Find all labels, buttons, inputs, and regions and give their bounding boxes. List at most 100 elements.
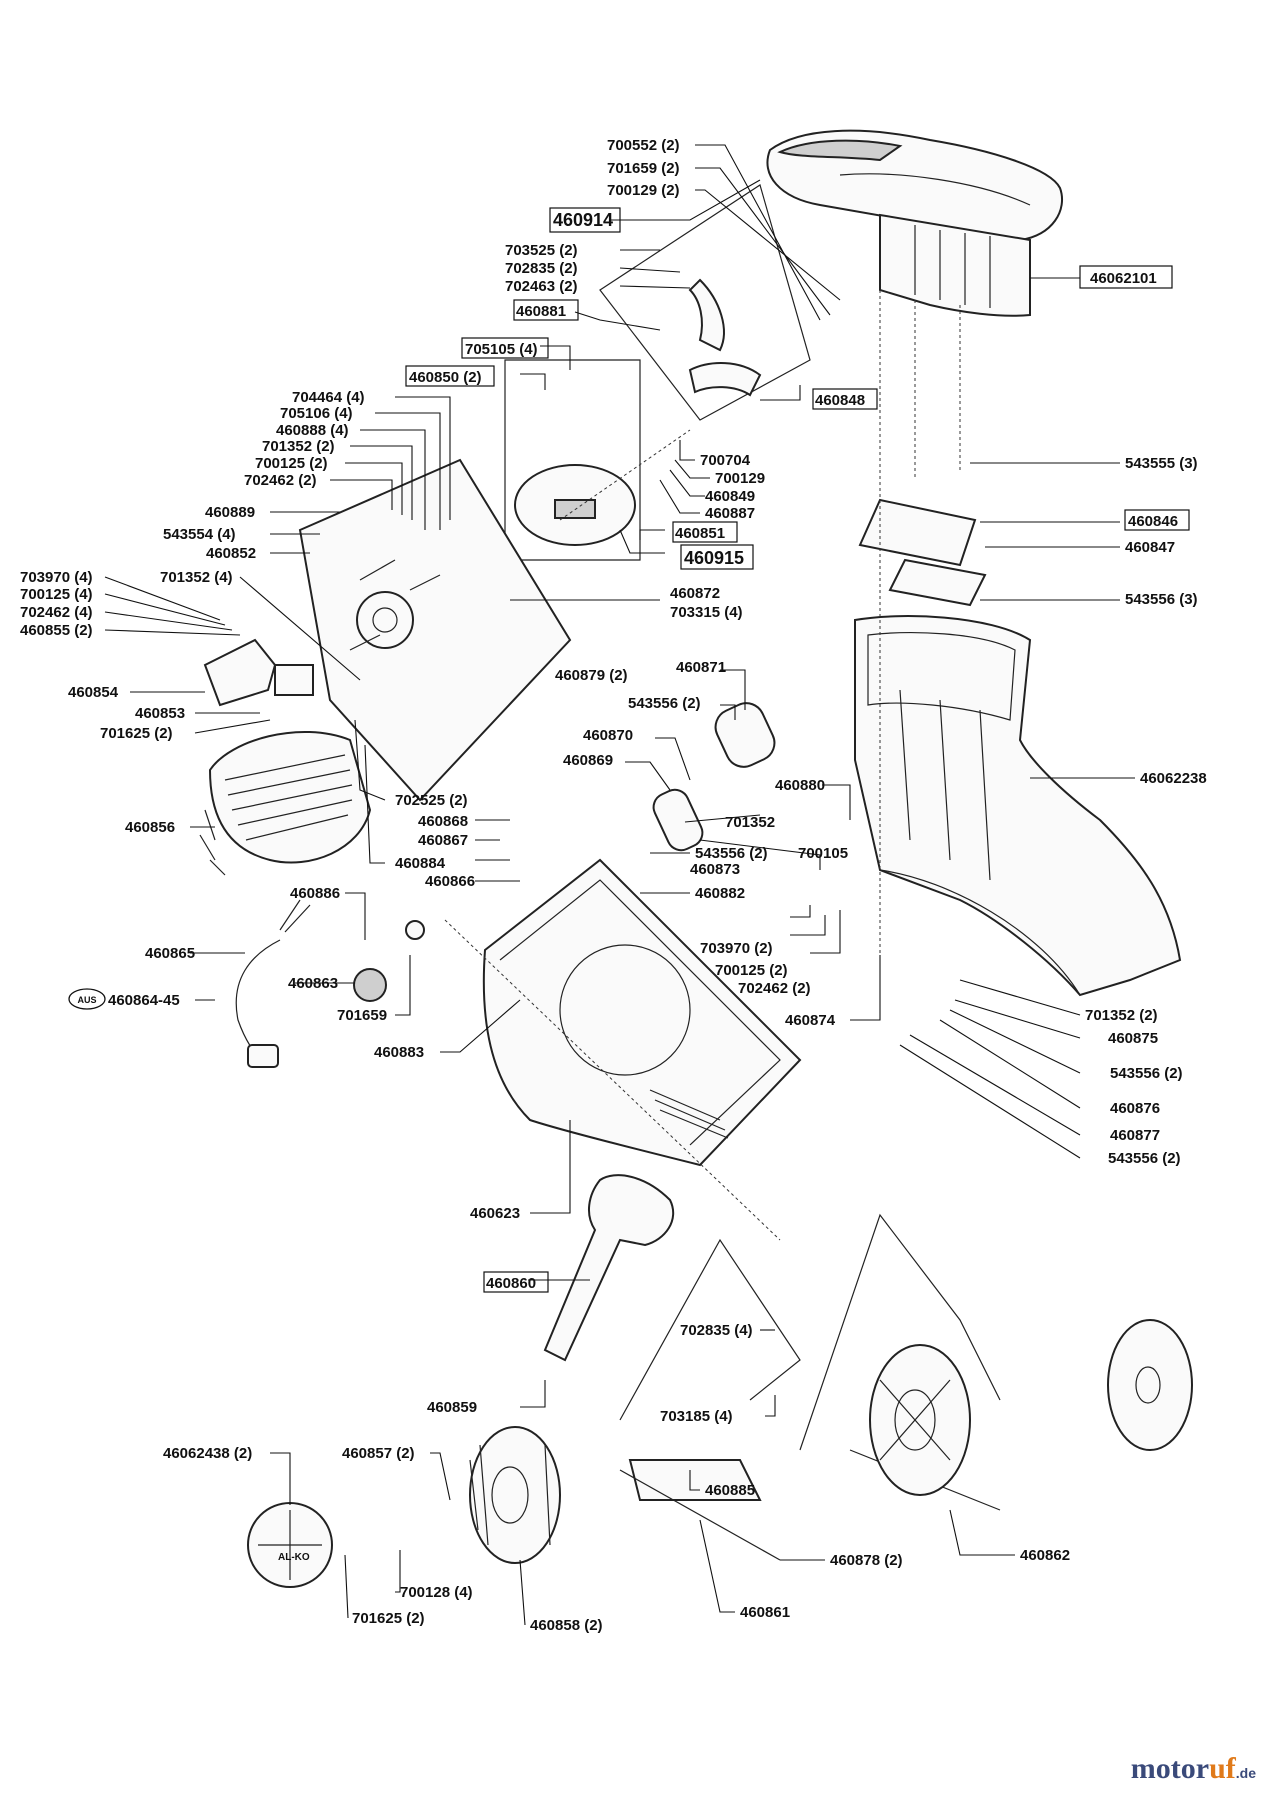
part-label: 702525 (2) — [395, 792, 468, 809]
switch-box-part — [203, 638, 314, 707]
part-label: 460886 — [290, 885, 340, 902]
part-label: 460856 — [125, 819, 175, 836]
part-label: 460872 — [670, 585, 720, 602]
part-label: 703970 (2) — [700, 940, 773, 957]
part-label: 543554 (4) — [163, 526, 236, 543]
part-label: 460868 — [418, 813, 468, 830]
part-label: 460866 — [425, 873, 475, 890]
part-label: 543556 (3) — [1125, 591, 1198, 608]
aus-badge-text: AUS — [77, 995, 96, 1005]
part-label: 700129 — [715, 470, 765, 487]
part-label: 700105 — [798, 845, 848, 862]
part-label: 460871 — [676, 659, 726, 676]
part-label-boxed: 46062101 — [1090, 270, 1157, 287]
part-label: 460887 — [705, 505, 755, 522]
part-label: 700128 (4) — [400, 1584, 473, 1601]
part-label: 700129 (2) — [607, 182, 680, 199]
part-label: 702462 (4) — [20, 604, 93, 621]
part-label: 460875 — [1108, 1030, 1158, 1047]
part-label: 460873 — [690, 861, 740, 878]
part-label: 701659 (2) — [607, 160, 680, 177]
part-label: 460883 — [374, 1044, 424, 1061]
part-label: 701659 — [337, 1007, 387, 1024]
wheel-left-part — [469, 1426, 561, 1564]
part-label: 700125 (4) — [20, 586, 93, 603]
part-label-boxed: 460860 — [486, 1275, 536, 1292]
part-label: 46062438 (2) — [163, 1445, 252, 1462]
part-label-boxed: 460851 — [675, 525, 725, 542]
wheel-logo-text: AL-KO — [278, 1552, 310, 1563]
power-cable-part — [235, 899, 311, 1068]
knob-part — [353, 920, 425, 1002]
part-label: 543556 (2) — [695, 845, 768, 862]
part-label: 704464 (4) — [292, 389, 365, 406]
motor-part — [199, 731, 372, 876]
part-label: 543556 (2) — [1110, 1065, 1183, 1082]
part-label: 702462 (2) — [738, 980, 811, 997]
brand-name-main: motor — [1130, 1752, 1210, 1785]
part-label: 460869 — [563, 752, 613, 769]
part-label-boxed: 460881 — [516, 303, 566, 320]
part-label: 702462 (2) — [244, 472, 317, 489]
part-label: 460885 — [705, 1482, 755, 1499]
part-label: 460865 — [145, 945, 195, 962]
part-label: 460857 (2) — [342, 1445, 415, 1462]
hub-cap-left-part — [247, 1502, 333, 1588]
part-label-boxed: 460850 (2) — [409, 369, 482, 386]
cutting-disc-part — [504, 359, 641, 561]
part-label: 460858 (2) — [530, 1617, 603, 1634]
part-label: 460847 — [1125, 539, 1175, 556]
part-label: 460623 — [470, 1205, 520, 1222]
part-label: 460861 — [740, 1604, 790, 1621]
part-label: 460864-45 — [108, 992, 180, 1009]
part-label: 702835 (4) — [680, 1322, 753, 1339]
part-label: 460870 — [583, 727, 633, 744]
leader-lines — [104, 144, 1135, 1626]
part-label: 543556 (2) — [628, 695, 701, 712]
part-label: 705106 (4) — [280, 405, 353, 422]
part-label: 460863 — [288, 975, 338, 992]
hopper-top-part — [766, 129, 1063, 317]
part-label: 701352 — [725, 814, 775, 831]
part-label: 460859 — [427, 1399, 477, 1416]
capacitor-part — [652, 702, 776, 852]
part-label: 702835 (2) — [505, 260, 578, 277]
part-label: 703970 (4) — [20, 569, 93, 586]
aus-badge: AUS — [68, 988, 106, 1010]
part-label: 460854 — [68, 684, 119, 701]
mount-plate-part — [858, 498, 987, 607]
part-label: 700125 (2) — [255, 455, 328, 472]
part-label: 460862 — [1020, 1547, 1070, 1564]
main-housing-part — [482, 858, 802, 1167]
part-label: 460884 — [395, 855, 446, 872]
part-label: 460882 — [695, 885, 745, 902]
part-label-boxed: 705105 (4) — [465, 341, 538, 358]
part-label: 700704 — [700, 452, 751, 469]
part-label: 701625 (2) — [352, 1610, 425, 1627]
part-label: 460879 (2) — [555, 667, 628, 684]
part-label: 543556 (2) — [1108, 1150, 1181, 1167]
part-label: 460888 (4) — [276, 422, 349, 439]
part-label: 460853 — [135, 705, 185, 722]
hub-cap-right-part — [1107, 1319, 1193, 1451]
part-label: 46062238 — [1140, 770, 1207, 787]
part-label: 700125 (2) — [715, 962, 788, 979]
part-labels: 700552 (2) 701659 (2) 700129 (2) 460914 … — [20, 137, 1207, 1634]
part-label: 460889 — [205, 504, 255, 521]
part-label: 460867 — [418, 832, 468, 849]
part-label: 543555 (3) — [1125, 455, 1198, 472]
part-label: 701352 (2) — [1085, 1007, 1158, 1024]
assembly-lines — [444, 290, 961, 1241]
part-label-boxed: 460846 — [1128, 513, 1178, 530]
part-label-boxed: 460848 — [815, 392, 865, 409]
brand-tld: .de — [1235, 1765, 1256, 1781]
part-label: 460849 — [705, 488, 755, 505]
hopper-lower-part — [854, 615, 1182, 997]
part-label: 460874 — [785, 1012, 836, 1029]
cover-bracket-part — [599, 184, 811, 421]
part-label: 460852 — [206, 545, 256, 562]
motor-housing-plate-part — [298, 458, 572, 802]
handle-part — [543, 1174, 675, 1362]
part-label: 703315 (4) — [670, 604, 743, 621]
part-label: 460855 (2) — [20, 622, 93, 639]
